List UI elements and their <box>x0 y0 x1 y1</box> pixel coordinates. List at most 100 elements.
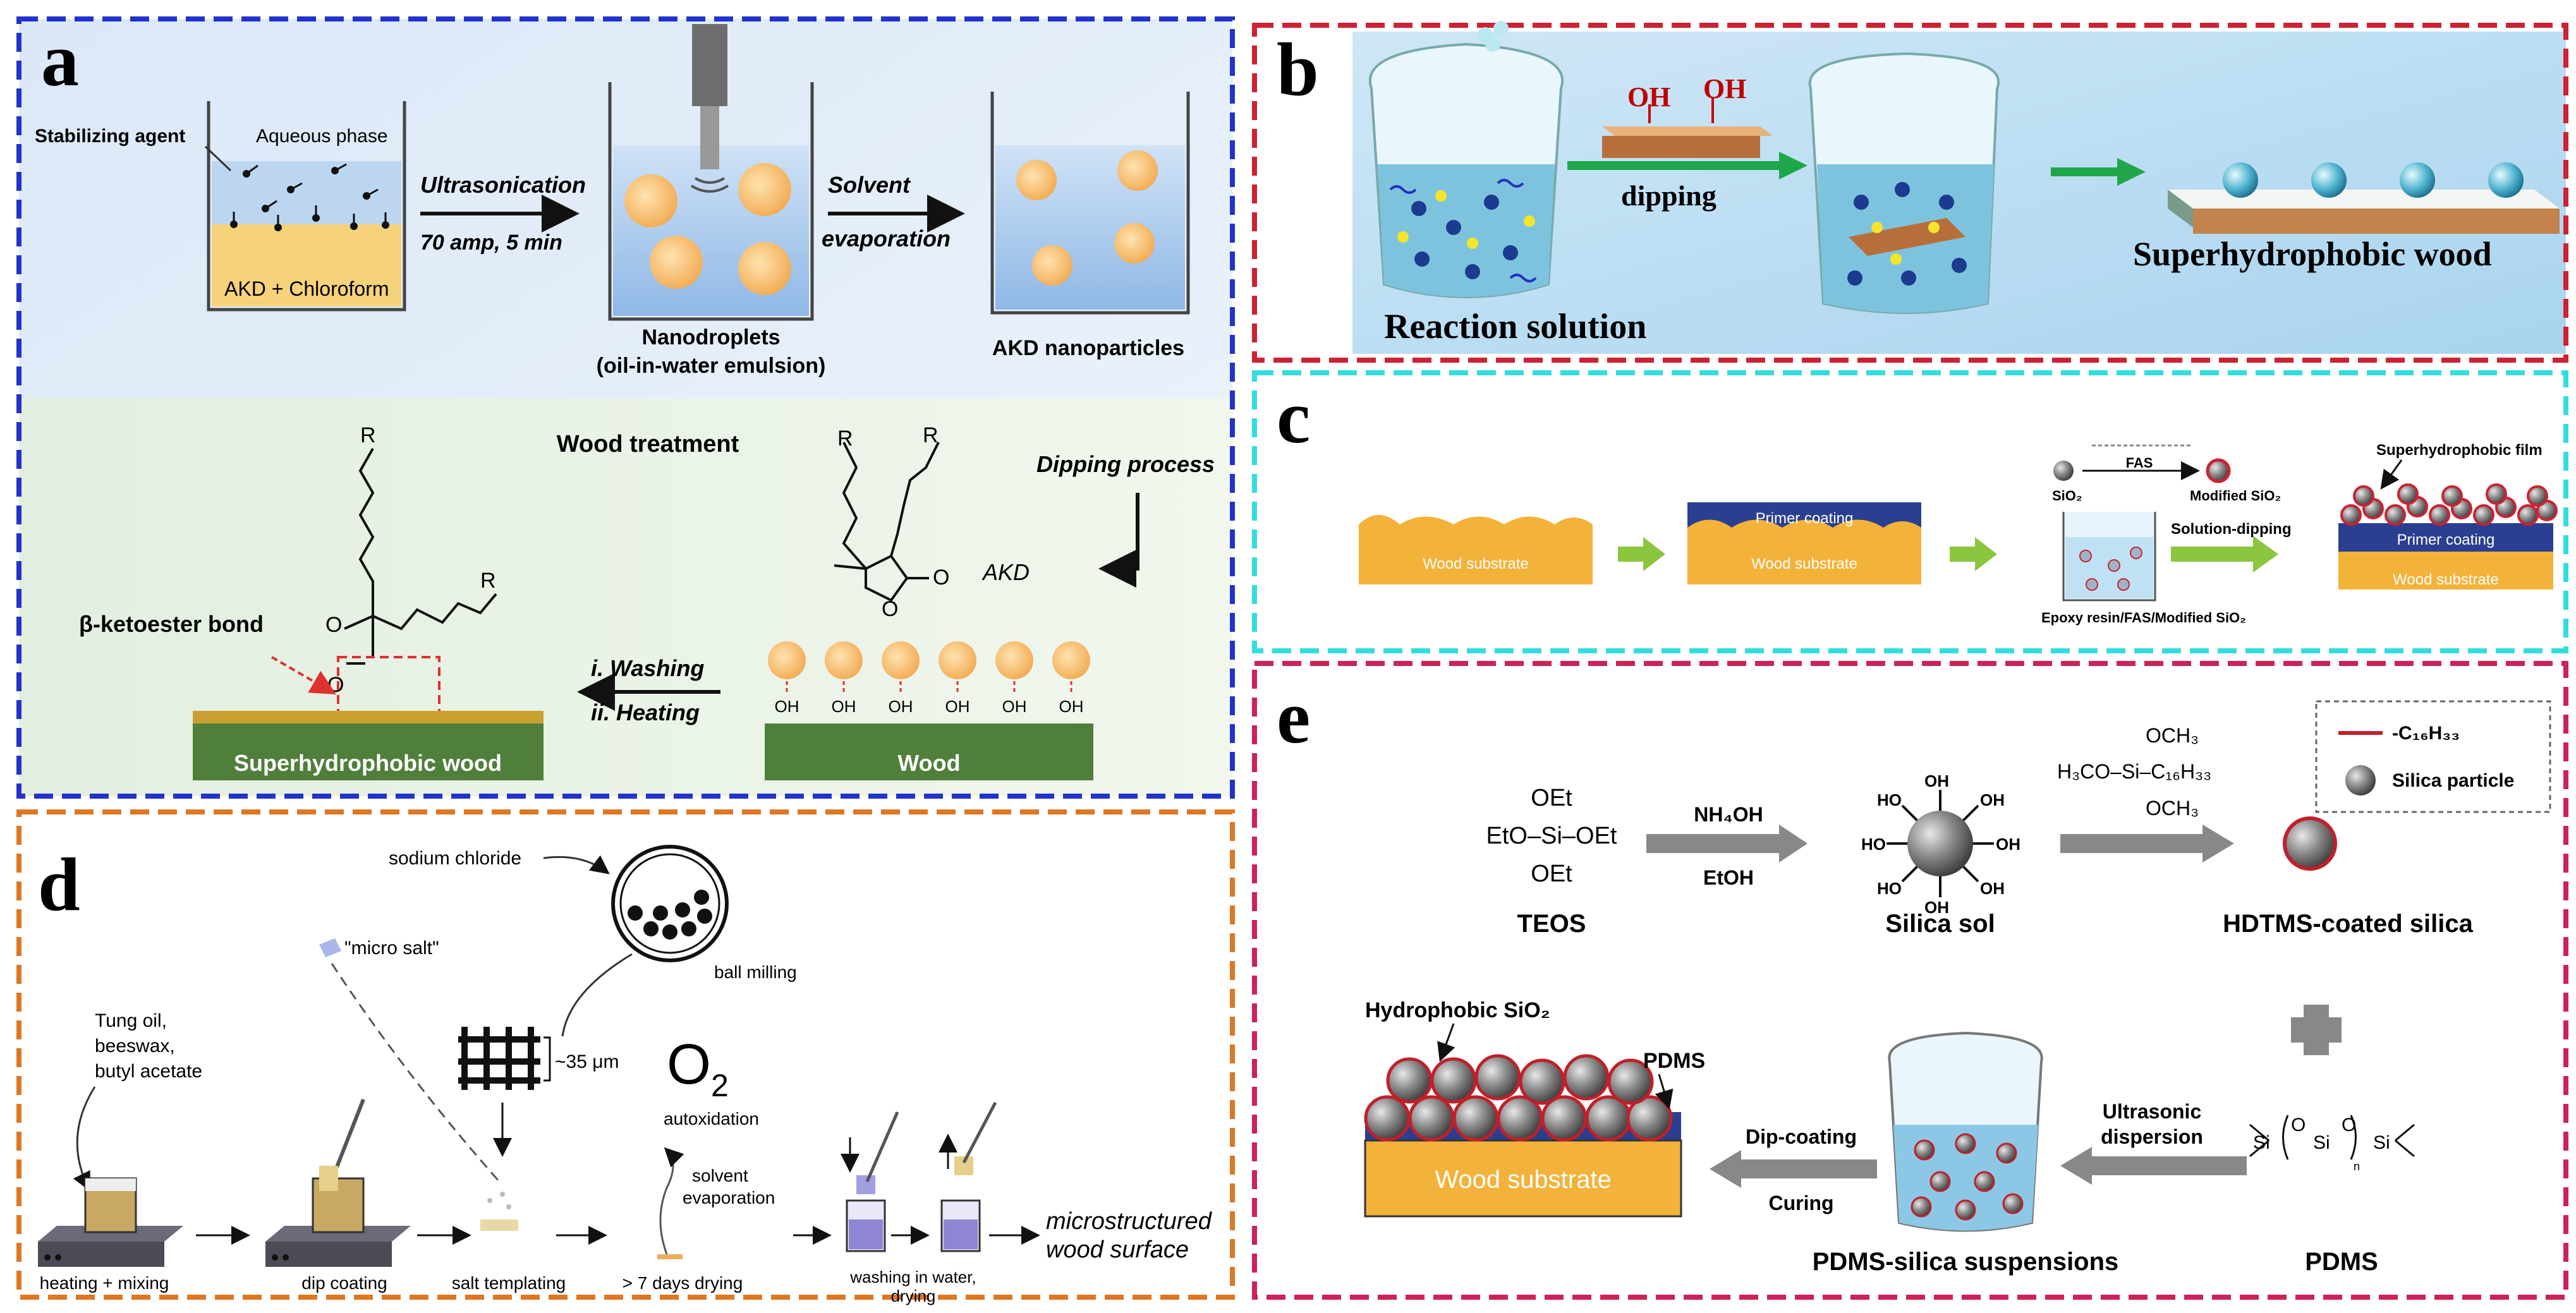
label-wood-substrate-c3: Wood substrate <box>2393 571 2499 588</box>
oh-label-2: OH <box>832 697 856 716</box>
label-salt-templating: salt templating <box>452 1273 566 1293</box>
sio2-particle <box>2053 461 2074 481</box>
legend-particle-swatch <box>2345 765 2376 796</box>
label-fas: FAS <box>2126 455 2153 471</box>
label-tung-oil-3: butyl acetate <box>95 1061 202 1082</box>
label-r-3: R <box>837 427 853 451</box>
arrow-hydrophobic-sio2 <box>1437 1023 1455 1062</box>
akd-structure <box>834 442 940 602</box>
arrow-c1 <box>1618 537 1665 571</box>
beta-ketoester-highlight <box>337 656 440 741</box>
label-ultrasonic: Ultrasonic <box>2103 1100 2201 1123</box>
label-teos: TEOS <box>1517 910 1586 938</box>
beaker-reaction-solution <box>1369 21 1564 298</box>
hdtms-middle: H₃CO–Si–C₁₆H₃₃ <box>2057 760 2211 783</box>
label-microstructured-2: wood surface <box>1046 1237 1189 1263</box>
superhydrophobic-wood-block <box>193 723 544 780</box>
panel-e-letter: e <box>1277 675 1310 759</box>
label-o-ester: O <box>327 673 344 697</box>
label-solution-dipping: Solution-dipping <box>2171 521 2292 538</box>
label-tung-oil-1: Tung oil, <box>95 1010 167 1031</box>
superhydrophobic-wood-b <box>2168 162 2560 234</box>
label-oh-2: OH <box>1703 73 1746 104</box>
panel-b: b Reaction solution OH OH dipping <box>1252 21 2568 363</box>
label-silica-sol: Silica sol <box>1885 910 1995 938</box>
beaker-nanodroplets <box>608 24 814 321</box>
label-nanodroplets: Nanodroplets <box>641 325 780 349</box>
silica-oh-tr: OH <box>1980 790 2005 809</box>
label-emulsion: (oil-in-water emulsion) <box>597 354 826 378</box>
label-dipping: dipping <box>1621 179 1716 212</box>
label-superhydrophobic-wood-a: Superhydrophobic wood <box>234 750 502 776</box>
label-solvent: Solvent <box>828 172 911 198</box>
label-r-2: R <box>480 569 496 593</box>
silica-ho-left: HO <box>1861 835 1886 854</box>
label-wood-treatment: Wood treatment <box>557 431 739 457</box>
arrow-e2 <box>2060 825 2234 862</box>
beaker-pdms-silica <box>1888 1031 2043 1232</box>
pdms-si-2: Si <box>2313 1132 2330 1153</box>
micro-salt-path <box>331 963 501 1182</box>
oh-label-1: OH <box>775 697 799 716</box>
hdtms-och3-top: OCH₃ <box>2146 724 2199 747</box>
nanodroplets <box>624 163 791 295</box>
label-nh4oh: NH₄OH <box>1694 803 1763 826</box>
beaker-emulsion-start <box>207 101 406 312</box>
label-sio2: SiO₂ <box>2052 488 2082 504</box>
ball-mill-connector <box>561 953 633 1037</box>
legend-box <box>2315 700 2551 813</box>
label-dispersion: dispersion <box>2101 1125 2203 1148</box>
wood-block-a <box>765 723 1093 780</box>
plus-icon <box>2291 1005 2342 1055</box>
label-dip-coating-d: dip coating <box>301 1273 387 1293</box>
legend-particle-label: Silica particle <box>2392 770 2514 791</box>
silica-oh-right: OH <box>1996 835 2020 854</box>
label-dip-coating-e: Dip-coating <box>1746 1125 1857 1148</box>
label-drying-7days: > 7 days drying <box>623 1273 743 1293</box>
silica-oh-bottom: OH <box>1924 898 1949 917</box>
label-washing: i. Washing <box>591 655 704 681</box>
arrow-evaporation <box>659 1147 684 1255</box>
panel-c: c Wood substrate Primer coating Wood sub… <box>1252 370 2568 653</box>
beaker-akd-nanoparticles <box>990 92 1190 315</box>
label-o-carbonyl: O <box>933 566 949 590</box>
label-stabilizing-agent: Stabilizing agent <box>35 126 185 147</box>
wood-substrate-c1 <box>1359 515 1593 584</box>
panel-b-frame <box>1252 23 2568 363</box>
beaker-epoxy <box>2062 512 2156 602</box>
label-hdtms-silica: HDTMS-coated silica <box>2223 910 2473 938</box>
arrow-b2-shaft <box>2051 167 2120 176</box>
silica-sol <box>1886 790 1994 897</box>
scale-bracket <box>544 1036 551 1082</box>
label-hydrophobic-sio2: Hydrophobic SiO₂ <box>1365 998 1550 1022</box>
stabilizing-agent-leader <box>204 145 232 172</box>
washing-beaker-2 <box>939 1101 997 1252</box>
panel-c-letter: c <box>1277 375 1310 459</box>
salt-templating-sample <box>480 1192 518 1231</box>
hydrophobic-sio2-particles <box>1364 1054 1673 1142</box>
superhydrophobic-coating <box>193 711 544 723</box>
wood-substrate-c2 <box>1687 519 1921 584</box>
label-aqueous-phase: Aqueous phase <box>256 126 388 147</box>
akd-particles-on-wood <box>768 641 1090 679</box>
arrow-solution-dipping <box>2171 536 2278 572</box>
pdms-o-2: O <box>2342 1115 2356 1135</box>
legend-chain-label: -C₁₆H₃₃ <box>2392 723 2460 744</box>
arrow-e1 <box>1646 825 1807 862</box>
label-evaporation-d: evaporation <box>683 1188 775 1207</box>
silica-ho-bl: HO <box>1877 879 1902 898</box>
label-washing-1: washing in water, <box>849 1268 976 1286</box>
label-evaporation: evaporation <box>822 226 951 251</box>
label-o2: O2 <box>667 1033 729 1103</box>
silica-ho-tl: HO <box>1877 790 1902 809</box>
wood-substrate-e <box>1364 1139 1682 1218</box>
beta-ketoester-pointer <box>270 656 336 695</box>
arrow-dipping-process <box>1098 493 1139 588</box>
arrow-ultrasonic <box>2060 1147 2247 1185</box>
label-r-4: R <box>923 423 939 447</box>
panel-d-frame <box>16 809 1235 1300</box>
label-sodium-chloride: sodium chloride <box>389 848 521 869</box>
label-epoxy-resin: Epoxy resin/FAS/Modified SiO₂ <box>2041 610 2246 626</box>
micro-salt-crystal <box>319 938 341 957</box>
